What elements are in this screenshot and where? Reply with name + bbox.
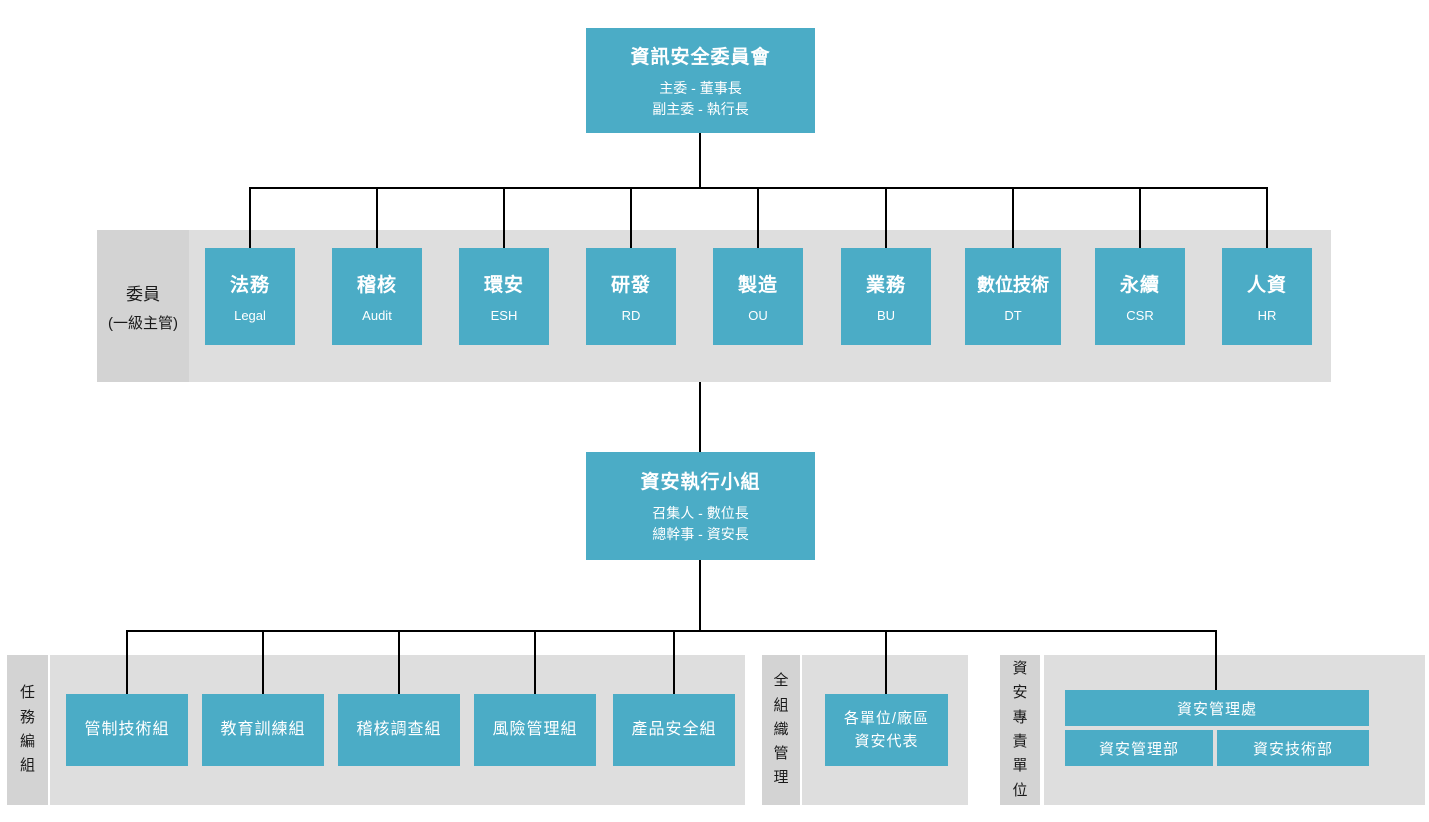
member-box-audit: 稽核 Audit — [332, 248, 422, 345]
member-zh: 研發 — [610, 275, 651, 296]
task-group-label: 管制技術組 — [84, 721, 170, 738]
member-zh: 人資 — [1246, 275, 1287, 296]
committee-box: 資訊安全委員會 主委 - 董事長 副主委 - 執行長 — [586, 28, 815, 133]
execution-team-title: 資安執行小組 — [640, 472, 761, 493]
connector-line — [262, 630, 264, 694]
execution-team-subtitle-1: 召集人 - 數位長 — [652, 505, 749, 521]
member-en: RD — [621, 308, 641, 323]
connector-line — [1139, 187, 1141, 248]
member-box-esh: 環安 ESH — [459, 248, 549, 345]
member-en: Audit — [362, 308, 392, 323]
connector-line — [673, 630, 675, 694]
member-en: DT — [1004, 307, 1022, 323]
member-en: Legal — [234, 308, 266, 323]
member-box-bu: 業務 BU — [841, 248, 931, 345]
task-group-label: 產品安全組 — [631, 721, 717, 738]
connector-line — [376, 187, 378, 248]
member-zh: 法務 — [229, 275, 270, 296]
task-group-box-audit-investigation: 稽核調查組 — [338, 694, 460, 766]
execution-team-subtitle-2: 總幹事 - 資安長 — [652, 526, 749, 542]
task-group-label: 風險管理組 — [492, 721, 578, 738]
member-zh: 環安 — [483, 275, 524, 296]
dedicated-band-label-text: 資安專責單位 — [1012, 660, 1028, 799]
connector-line — [699, 382, 701, 452]
member-zh: 永續 — [1119, 275, 1160, 296]
org-representatives-line2: 資安代表 — [854, 733, 919, 750]
execution-team-box: 資安執行小組 召集人 - 數位長 總幹事 - 資安長 — [586, 452, 815, 560]
member-box-legal: 法務 Legal — [205, 248, 295, 345]
member-box-ou: 製造 OU — [713, 248, 803, 345]
connector-line — [126, 630, 1217, 632]
connector-line — [1266, 187, 1268, 248]
task-band-label: 任務編組 — [7, 655, 48, 805]
task-group-box-risk-management: 風險管理組 — [474, 694, 596, 766]
connector-line — [398, 630, 400, 694]
task-group-box-control-tech: 管制技術組 — [66, 694, 188, 766]
connector-line — [699, 560, 701, 630]
org-representatives-line1: 各單位/廠區 — [843, 709, 930, 727]
member-en: HR — [1257, 308, 1277, 323]
connector-line — [1215, 630, 1217, 690]
security-division-label: 資安管理處 — [1176, 700, 1257, 718]
member-zh: 製造 — [737, 275, 778, 296]
task-group-box-training: 教育訓練組 — [202, 694, 324, 766]
dedicated-band-label: 資安專責單位 — [1000, 655, 1040, 805]
member-en: CSR — [1126, 308, 1154, 323]
members-band-label-line2: (一級主管) — [108, 314, 178, 332]
task-group-label: 教育訓練組 — [220, 721, 306, 738]
task-group-label: 稽核調查組 — [356, 721, 442, 738]
security-tech-dept-label: 資安技術部 — [1252, 740, 1333, 758]
connector-line — [699, 133, 701, 187]
connector-line — [757, 187, 759, 248]
member-en: ESH — [490, 308, 518, 323]
org-band-label-text: 全組織管理 — [773, 672, 789, 787]
connector-line — [534, 630, 536, 694]
committee-subtitle-1: 主委 - 董事長 — [659, 79, 742, 96]
connector-line — [630, 187, 632, 248]
connector-line — [249, 187, 251, 248]
org-representatives-box: 各單位/廠區 資安代表 — [825, 694, 948, 766]
security-tech-dept-box: 資安技術部 — [1217, 730, 1369, 766]
member-box-hr: 人資 HR — [1222, 248, 1312, 345]
connector-line — [885, 630, 887, 694]
org-band-label: 全組織管理 — [762, 655, 800, 805]
member-en: BU — [876, 308, 896, 323]
member-zh: 數位技術 — [977, 274, 1049, 295]
members-band-label-line1: 委員 — [126, 284, 160, 304]
connector-line — [1012, 187, 1014, 248]
member-en: OU — [748, 308, 768, 323]
member-zh: 業務 — [865, 275, 906, 296]
member-box-rd: 研發 RD — [586, 248, 676, 345]
committee-title: 資訊安全委員會 — [630, 46, 771, 68]
security-division-box: 資安管理處 — [1065, 690, 1369, 726]
connector-line — [126, 630, 128, 694]
security-management-dept-box: 資安管理部 — [1065, 730, 1213, 766]
connector-line — [503, 187, 505, 248]
member-box-csr: 永續 CSR — [1095, 248, 1185, 345]
members-band-label: 委員 (一級主管) — [97, 230, 189, 382]
committee-subtitle-2: 副主委 - 執行長 — [652, 100, 749, 117]
task-band-label-text: 任務編組 — [19, 684, 35, 775]
security-management-dept-label: 資安管理部 — [1098, 740, 1179, 758]
member-box-dt: 數位技術 DT — [965, 248, 1061, 345]
member-zh: 稽核 — [356, 275, 397, 296]
connector-line — [885, 187, 887, 248]
task-group-box-product-security: 產品安全組 — [613, 694, 735, 766]
